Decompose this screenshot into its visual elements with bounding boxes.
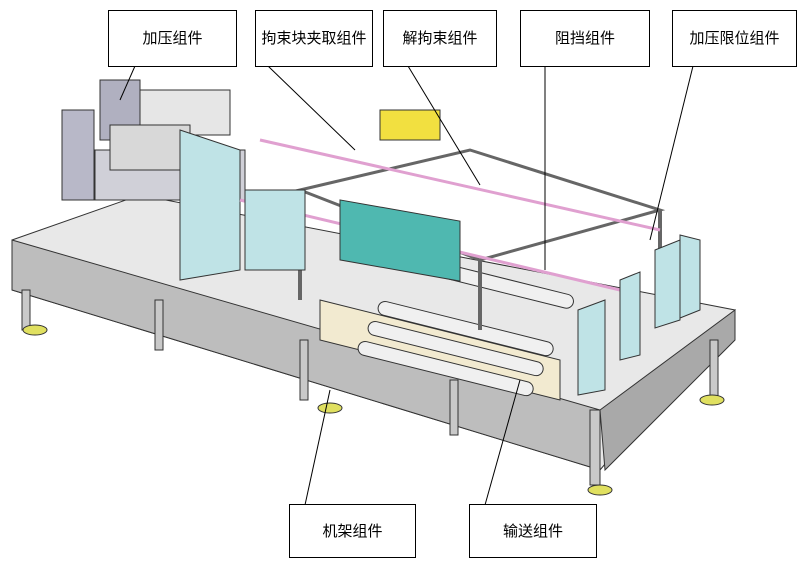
- press-limit-plates: [577, 234, 701, 396]
- label-pressurize-assembly: 加压组件: [108, 10, 237, 67]
- label-unclamp-assembly: 解拘束组件: [383, 10, 497, 67]
- pressurize-motors: [61, 79, 246, 281]
- leader-lines: [119, 65, 694, 506]
- label-clamp-pick-assembly: 拘束块夹取组件: [255, 10, 373, 67]
- upper-gantry: [239, 109, 666, 330]
- label-frame-assembly: 机架组件: [289, 504, 416, 558]
- label-press-limit-assembly: 加压限位组件: [672, 10, 797, 67]
- label-stopper-assembly: 阻挡组件: [520, 10, 650, 67]
- label-conveyor-assembly: 输送组件: [469, 504, 597, 558]
